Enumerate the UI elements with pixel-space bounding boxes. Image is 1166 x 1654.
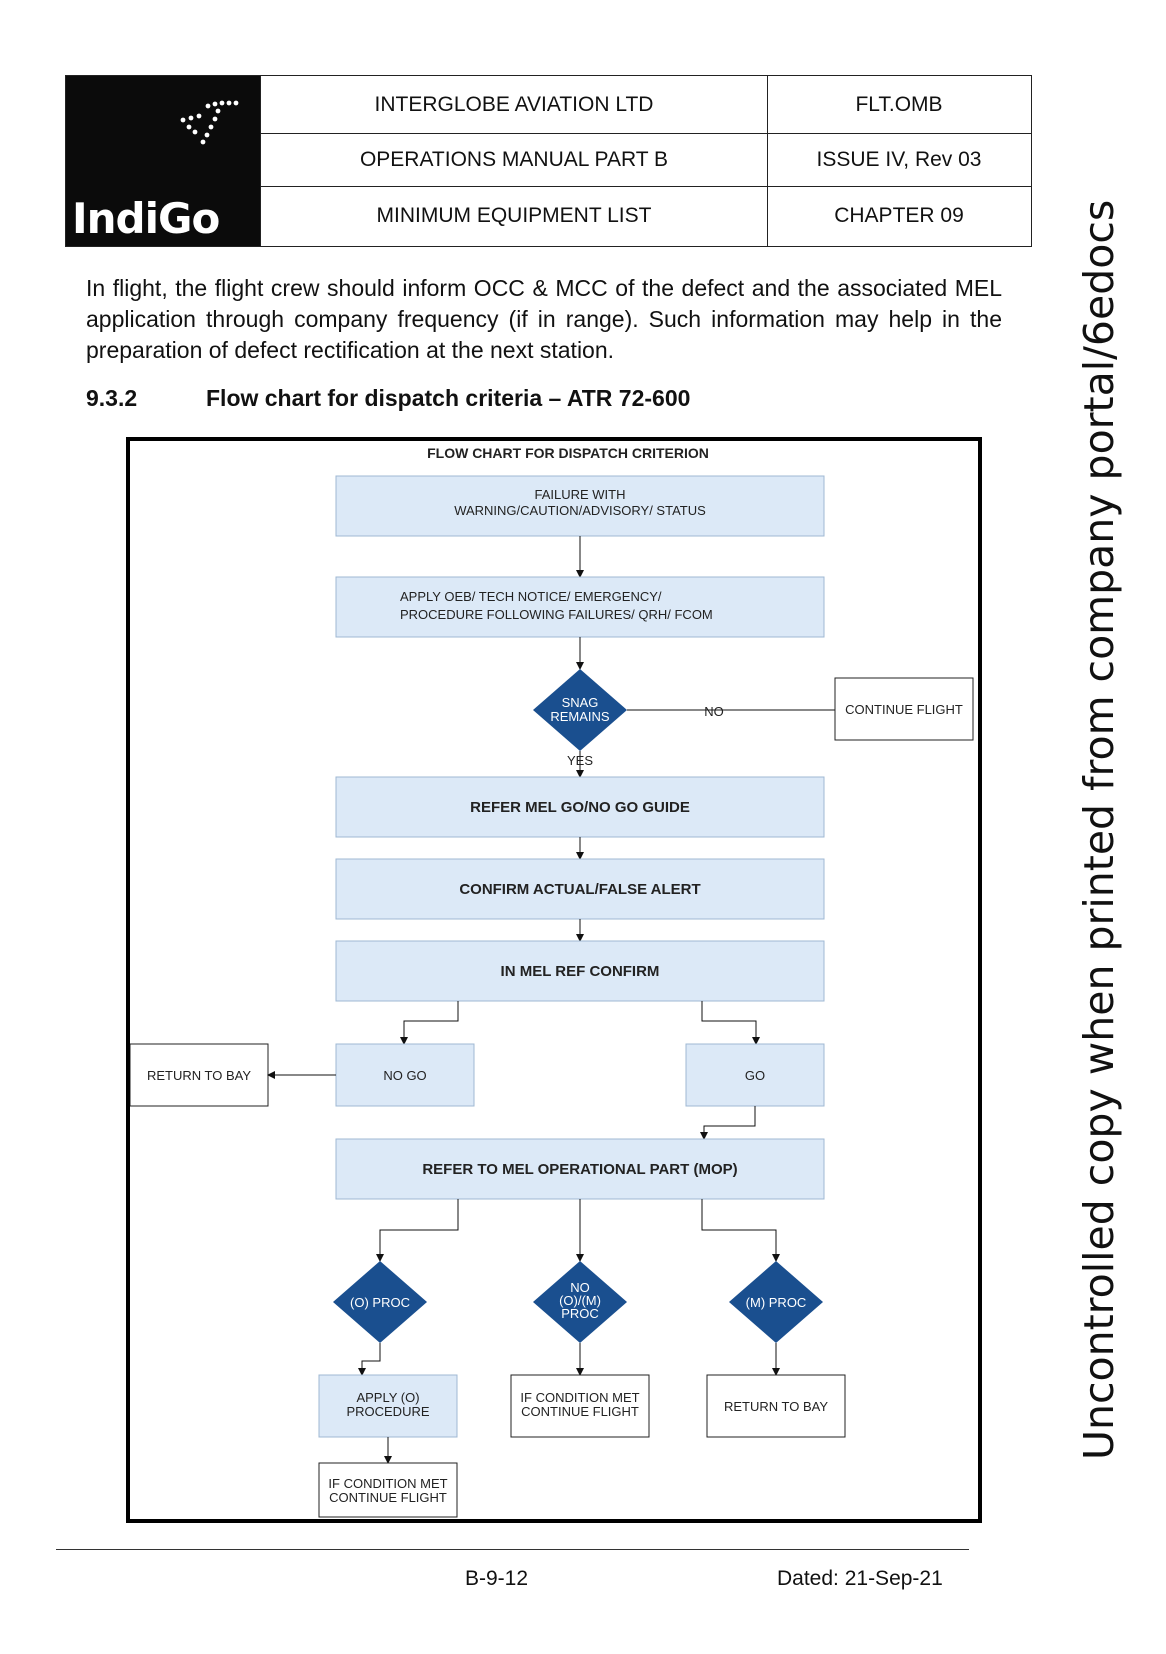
go-text: GO (745, 1068, 765, 1083)
intro-paragraph: In flight, the flight crew should inform… (86, 275, 1002, 363)
chapter-number: CHAPTER 09 (834, 204, 964, 227)
condition-met-line2: CONTINUE FLIGHT (521, 1404, 639, 1419)
in-mel-ref-text: IN MEL REF CONFIRM (501, 963, 660, 980)
return-to-bay-box-1 (129, 1043, 269, 1107)
flowchart-frame: FLOW CHART FOR DISPATCH CRITERION FAILUR… (126, 437, 982, 1523)
failure-line2: WARNING/CAUTION/ADVISORY/ STATUS (454, 503, 706, 518)
indigo-logo: IndiGo (66, 76, 261, 246)
section-name: MINIMUM EQUIPMENT LIST (376, 204, 652, 227)
document-header: IndiGo INTERGLOBE AVIATION LTD FLT.OMB O… (65, 75, 1032, 247)
no-om-line1: NO (570, 1280, 590, 1295)
apply-line2: PROCEDURE FOLLOWING FAILURES/ QRH/ FCOM (400, 607, 713, 622)
o-proc-diamond (333, 1261, 427, 1343)
apply-o-line2: PROCEDURE (346, 1404, 429, 1419)
snag-line1: SNAG (562, 695, 599, 710)
continue-flight-box (834, 677, 974, 741)
confirm-alert-text: CONFIRM ACTUAL/FALSE ALERT (459, 881, 700, 898)
company-name: INTERGLOBE AVIATION LTD (374, 92, 654, 116)
apply-line1: APPLY OEB/ TECH NOTICE/ EMERGENCY/ (400, 589, 662, 604)
plane-dots-icon (180, 100, 239, 145)
snag-remains-diamond (533, 669, 627, 751)
no-om-line2: (O)/(M) (559, 1293, 601, 1308)
failure-box (335, 475, 825, 537)
continue-flight-text: CONTINUE FLIGHT (845, 702, 963, 717)
return-to-bay-box-2 (706, 1374, 846, 1438)
no-label: NO (704, 704, 724, 719)
manual-name: OPERATIONS MANUAL PART B (359, 147, 669, 171)
apply-o-procedure-box (318, 1374, 458, 1438)
no-om-proc-diamond (533, 1261, 627, 1343)
refer-mop-text: REFER TO MEL OPERATIONAL PART (MOP) (422, 1161, 737, 1178)
yes-label: YES (567, 753, 593, 768)
return-to-bay-text-2: RETURN TO BAY (724, 1399, 828, 1414)
o-proc-text: (O) PROC (350, 1295, 410, 1310)
condition-met-line1: IF CONDITION MET (520, 1390, 639, 1405)
condition-met2-line2: CONTINUE FLIGHT (329, 1490, 447, 1505)
dispatch-flowchart: FLOW CHART FOR DISPATCH CRITERION FAILUR… (129, 445, 974, 1518)
doc-code: FLT.OMB (855, 92, 943, 116)
uncontrolled-copy-notice: Uncontrolled copy when printed from comp… (1075, 199, 1123, 1460)
no-go-box (335, 1043, 475, 1107)
snag-line2: REMAINS (550, 709, 610, 724)
no-go-text: NO GO (383, 1068, 426, 1083)
refer-mop-box (335, 1138, 825, 1200)
no-om-line3: PROC (561, 1306, 599, 1321)
apply-procedure-box (335, 576, 825, 638)
m-proc-diamond (729, 1261, 823, 1343)
page-number: B-9-12 (465, 1567, 529, 1590)
return-to-bay-text-1: RETURN TO BAY (147, 1068, 251, 1083)
section-number: 9.3.2 (86, 385, 138, 411)
failure-line1: FAILURE WITH (534, 487, 625, 502)
condition-met2-line1: IF CONDITION MET (328, 1476, 447, 1491)
logo-text: IndiGo (72, 194, 220, 243)
apply-o-line1: APPLY (O) (356, 1390, 419, 1405)
go-box (685, 1043, 825, 1107)
refer-mel-text: REFER MEL GO/NO GO GUIDE (470, 799, 690, 816)
m-proc-text: (M) PROC (746, 1295, 807, 1310)
condition-met-box-1 (510, 1374, 650, 1438)
confirm-alert-box (335, 858, 825, 920)
in-mel-ref-box (335, 940, 825, 1002)
footer-date: Dated: 21-Sep-21 (777, 1567, 943, 1590)
issue-rev: ISSUE IV, Rev 03 (816, 147, 982, 171)
condition-met-box-2 (318, 1462, 458, 1518)
section-title: Flow chart for dispatch criteria – ATR 7… (206, 385, 691, 411)
section-heading: 9.3.2 Flow chart for dispatch criteria – … (86, 385, 690, 412)
footer-divider (56, 1549, 969, 1550)
flowchart-title: FLOW CHART FOR DISPATCH CRITERION (427, 445, 709, 461)
